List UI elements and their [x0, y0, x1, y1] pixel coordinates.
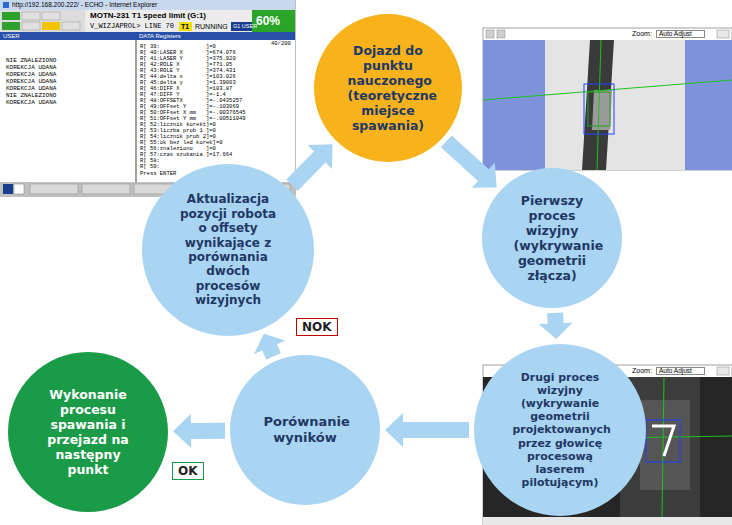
screenshot-text: Auto Adjust: [656, 30, 705, 39]
screenshot-text: KOREKCJA UDANA: [6, 72, 56, 78]
process-circle: Dojazd do punktu nauczonego (teoretyczne…: [314, 14, 462, 162]
node-text: Drugi proces wizyjny (wykrywanie geometr…: [513, 371, 608, 489]
screenshot-text: R[ 55:ok bez led korek]=0: [140, 140, 223, 146]
edge-label: OK: [172, 462, 204, 480]
screenshot-text: T1: [181, 23, 189, 30]
screenshot-text: R[ 49:OFFset Y ]=-.103069: [140, 104, 239, 110]
screenshot-text: MOTN-231 T1 speed limit (G:1): [90, 12, 206, 20]
flow-arrow: [286, 144, 332, 191]
process-circle: Aktualizacja pozycji robota o offsety wy…: [142, 164, 314, 336]
node-text: Aktualizacja pozycji robota o offsety wy…: [179, 192, 278, 307]
vision-screenshot-1: [483, 28, 732, 170]
screenshot-text: 40/200: [271, 41, 291, 47]
screenshot-text: R[ 52:licznik korekt]=0: [140, 122, 216, 128]
screenshot-text: R[ 48:OFFSETX ]=-.0435257: [140, 98, 242, 104]
process-circle: Porównanie wyników: [230, 355, 380, 505]
screenshot-text: Press ENTER: [140, 171, 176, 177]
flow-arrow: [254, 334, 285, 360]
node-text: Dojazd do punktu nauczonego (teoretyczne…: [348, 43, 429, 133]
screenshot-text: KOREKCJA UDANA: [6, 79, 56, 85]
screenshot-text: RUNNING: [195, 23, 228, 30]
flow-arrow: [385, 413, 469, 447]
screenshot-text: V_WIZJAPROL> LINE 70: [90, 23, 174, 30]
screenshot-text: R[ 54:licznik prob 2]=0: [140, 134, 216, 140]
screenshot-text: R[ 40:LASER X ]=674.076: [140, 50, 236, 56]
screenshot-text: http://192.168.200.222/ - ECHO - Interne…: [12, 2, 157, 9]
screenshot-text: R[ 51:OFFset Y mm ]=-.00511049: [140, 116, 246, 122]
process-circle: Pierwszy proces wizyjny (wykrywanie geom…: [482, 168, 622, 308]
screenshot-text: DATA Registers: [139, 33, 181, 39]
screenshot-text: Auto Adjust: [656, 367, 705, 376]
screenshot-text: Zoom:: [632, 367, 652, 374]
screenshot-text: KOREKCJA UDANA: [6, 86, 56, 92]
screenshot-text: KOREKCJA UDANA: [6, 100, 56, 106]
screenshot-text: R[ 59:: [140, 164, 160, 170]
screenshot-text: R[ 53:liczba prob 1 ]=0: [140, 128, 216, 134]
screenshot-text: R[ 45:delta y ]=1.39003: [140, 80, 236, 86]
flow-arrow: [441, 135, 497, 187]
screenshot-text: R[ 56:znaleziono ]=0: [140, 146, 216, 152]
screenshot-text: 60%: [256, 15, 280, 27]
screenshot-text: R[ 39: ]=0: [140, 44, 216, 50]
process-circle: Wykonanie procesu spawania i przejazd na…: [8, 352, 168, 512]
screenshot-text: NIE ZNALEZIONO: [6, 58, 56, 64]
node-text: Pierwszy proces wizyjny (wykrywanie geom…: [514, 193, 591, 283]
screenshot-text: R[ 42:ROLE X ]=771.05: [140, 62, 232, 68]
screenshot-text: Zoom:: [632, 30, 652, 37]
screenshot-text: R[ 50:OFFset X mm ]=-.00376545: [140, 110, 246, 116]
process-circle: Drugi proces wizyjny (wykrywanie geometr…: [474, 344, 646, 516]
screenshot-text: NIE ZNALEZIONO: [6, 93, 56, 99]
screenshot-text: R[ 57:czas szukania ]=17.664: [140, 152, 232, 158]
node-text: Wykonanie procesu spawania i przejazd na…: [44, 387, 132, 477]
screenshot-text: KOREKCJA UDANA: [6, 65, 56, 71]
flow-arrow: [539, 313, 573, 340]
screenshot-text: R[ 44:delta x ]=103.026: [140, 74, 236, 80]
node-text: Porównanie wyników: [264, 414, 347, 445]
screenshot-text: USER: [3, 33, 20, 39]
edge-label: NOK: [296, 318, 338, 336]
screenshot-text: R[ 47:DIFF Y ]=-1.4: [140, 92, 226, 98]
screenshot-text: G1 USER: [233, 24, 257, 30]
screenshot-text: R[ 46:DIFF X ]=103.87: [140, 86, 232, 92]
screenshot-text: R[ 41:LASER Y ]=375.920: [140, 56, 236, 62]
screenshot-text: R[ 43:ROLE Y ]=374.431: [140, 68, 236, 74]
screenshot-text: R[ 58:: [140, 158, 160, 164]
flow-arrow: [173, 414, 225, 448]
